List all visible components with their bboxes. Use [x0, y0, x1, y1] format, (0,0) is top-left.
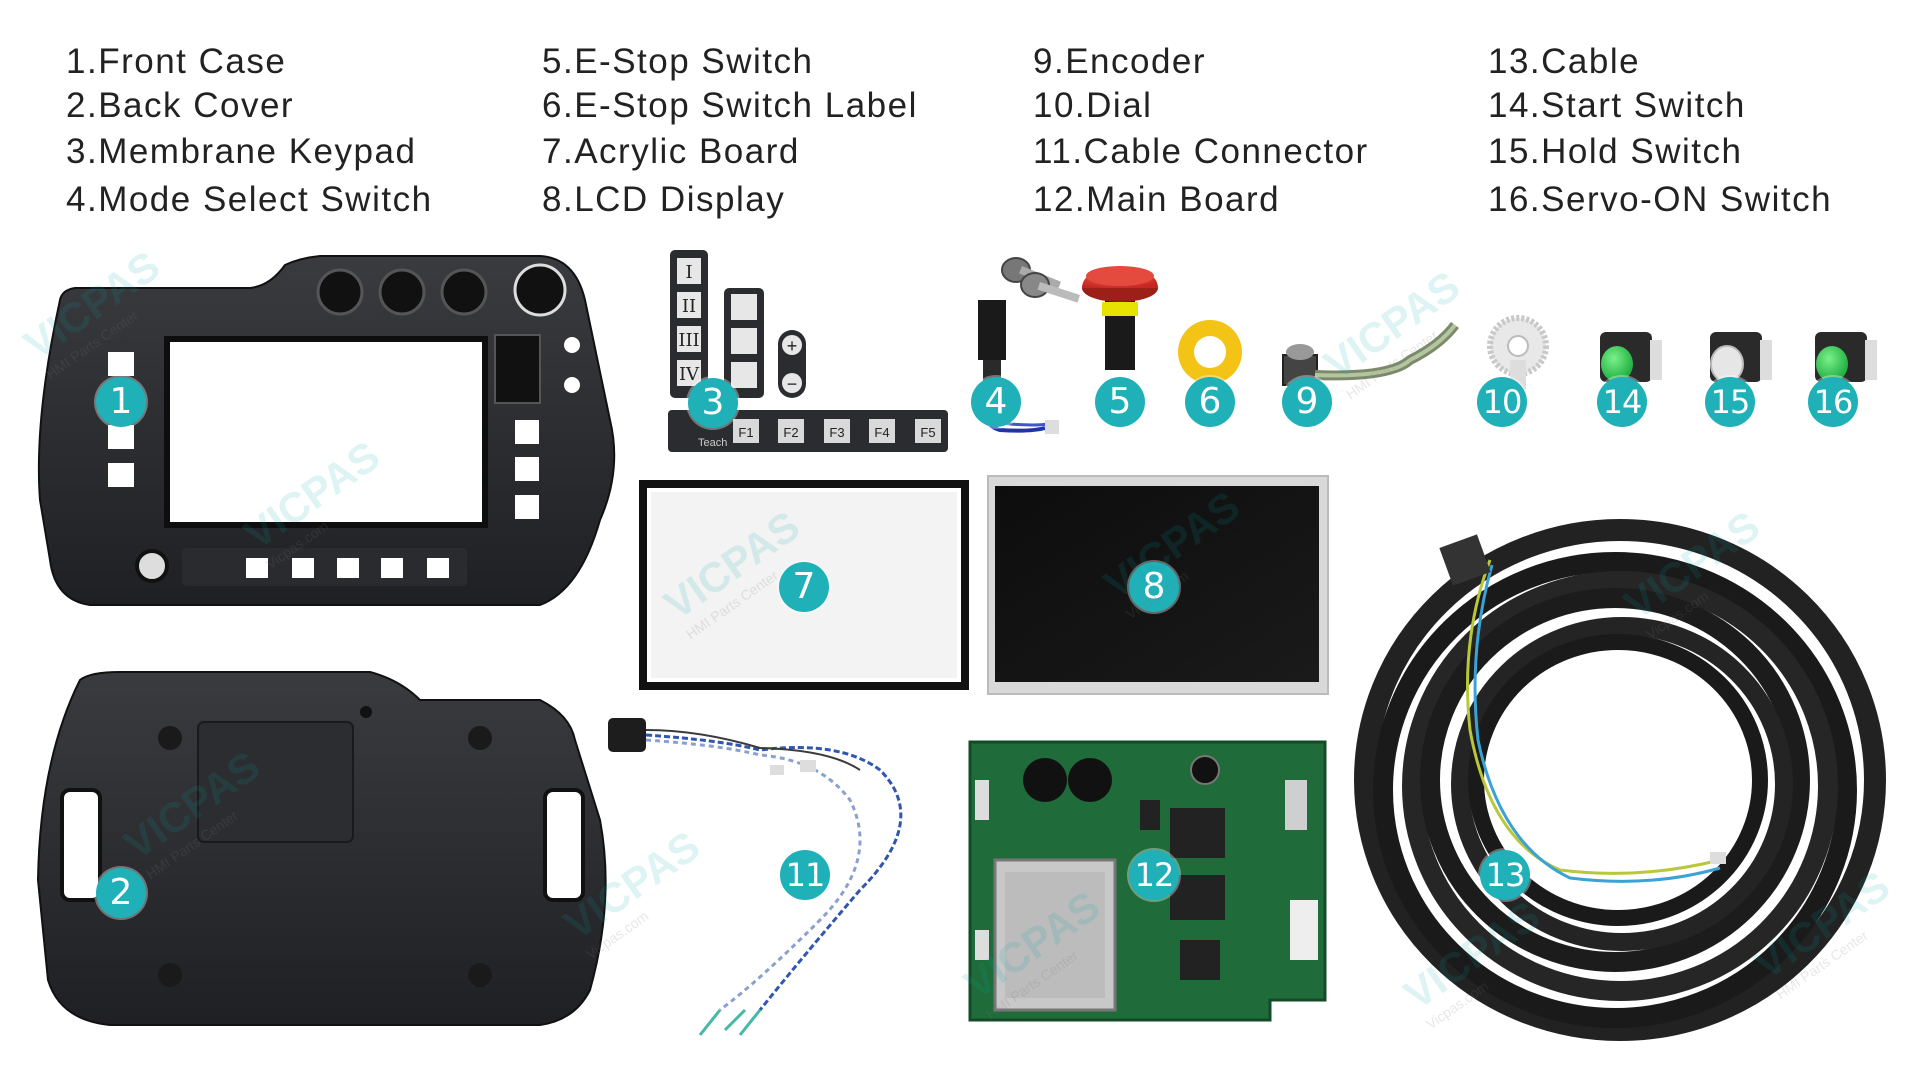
- legend-item: 9.Encoder: [1033, 42, 1207, 81]
- legend-item: 16.Servo-ON Switch: [1488, 180, 1833, 219]
- legend-item: 15.Hold Switch: [1488, 132, 1743, 171]
- servo-on-switch: [1815, 332, 1877, 382]
- legend-item: 10.Dial: [1033, 86, 1153, 125]
- legend-item: 1.Front Case: [66, 42, 287, 81]
- legend-item: 6.E-Stop Switch Label: [542, 86, 918, 125]
- legend-item: 2.Back Cover: [66, 86, 295, 125]
- keypad-roman-label: IV: [679, 364, 700, 385]
- keypad-minus-label: −: [787, 374, 798, 394]
- membrane-keypad: I II III IV + − Teach F1 F2 F3 F4 F5: [668, 250, 948, 452]
- legend-item: 13.Cable: [1488, 42, 1641, 81]
- badge-16: 16: [1808, 377, 1858, 427]
- legend-item: 14.Start Switch: [1488, 86, 1746, 125]
- mode-select-switch: [978, 257, 1080, 434]
- badge-7: 7: [779, 562, 829, 612]
- legend-item: 11.Cable Connector: [1033, 132, 1369, 171]
- legend-item: 8.LCD Display: [542, 180, 786, 219]
- keypad-plus-label: +: [787, 336, 798, 356]
- badge-5: 5: [1095, 377, 1145, 427]
- legend-item: 3.Membrane Keypad: [66, 132, 417, 171]
- keypad-teach-label: Teach: [698, 437, 727, 449]
- legend-item: 5.E-Stop Switch: [542, 42, 814, 81]
- estop-switch-label: [1178, 320, 1242, 384]
- legend-item: 12.Main Board: [1033, 180, 1281, 219]
- badge-10: 10: [1477, 377, 1527, 427]
- keypad-roman-label: II: [682, 296, 696, 317]
- badge-8: 8: [1129, 562, 1179, 612]
- badge-1: 1: [96, 377, 146, 427]
- badge-6: 6: [1185, 377, 1235, 427]
- keypad-roman-label: III: [678, 330, 699, 351]
- back-cover: [36, 671, 607, 1026]
- badge-9: 9: [1282, 377, 1332, 427]
- front-case: [37, 255, 616, 606]
- legend-item: 4.Mode Select Switch: [66, 180, 433, 219]
- badge-13: 13: [1480, 850, 1530, 900]
- keypad-f-label: F4: [874, 425, 889, 440]
- cable-coil: [1354, 519, 1886, 1041]
- start-switch: [1600, 332, 1662, 382]
- legend-item: 7.Acrylic Board: [542, 132, 800, 171]
- encoder: [1282, 321, 1459, 386]
- keypad-f-label: F5: [920, 425, 935, 440]
- keypad-f-label: F3: [829, 425, 844, 440]
- badge-15: 15: [1705, 377, 1755, 427]
- badge-4: 4: [971, 377, 1021, 427]
- hold-switch: [1710, 332, 1772, 383]
- estop-switch: [1082, 266, 1158, 370]
- badge-12: 12: [1129, 850, 1179, 900]
- keypad-f-label: F1: [738, 425, 753, 440]
- badge-14: 14: [1597, 377, 1647, 427]
- keypad-roman-label: I: [685, 262, 692, 283]
- cable-connector: [608, 718, 903, 1036]
- badge-2: 2: [96, 868, 146, 918]
- keypad-f-label: F2: [783, 425, 798, 440]
- badge-3: 3: [688, 378, 738, 428]
- badge-11: 11: [780, 850, 830, 900]
- parts-legend: 1.Front Case 2.Back Cover 3.Membrane Key…: [0, 0, 1920, 230]
